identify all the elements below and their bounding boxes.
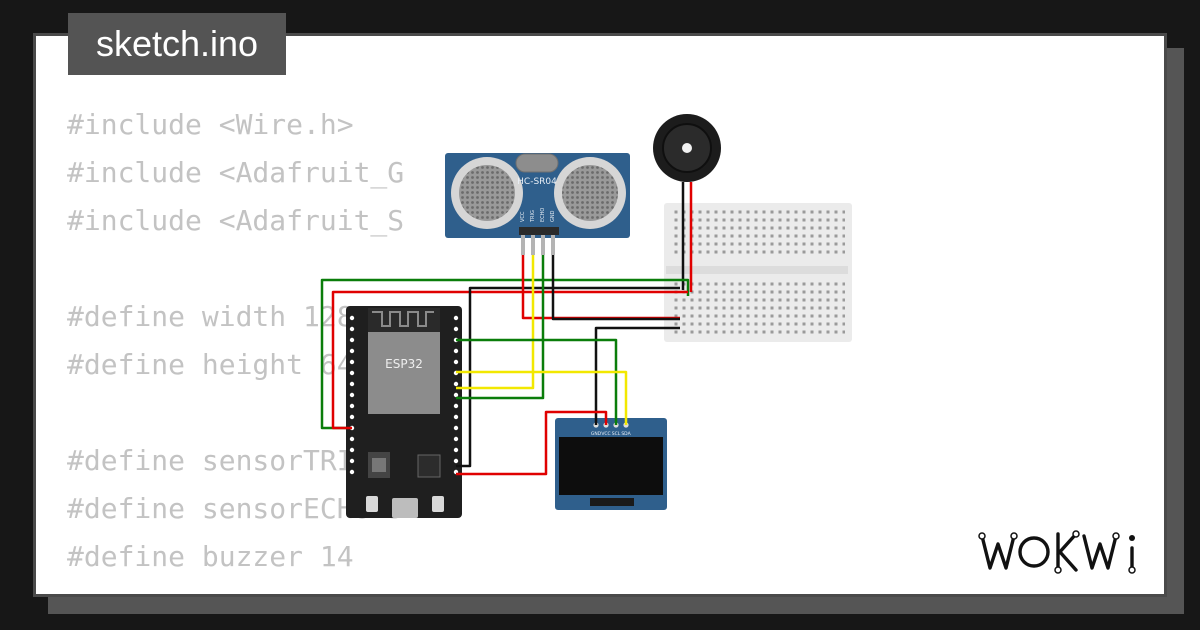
breadboard[interactable] bbox=[664, 203, 852, 342]
ultrasonic-label: HC-SR04 bbox=[517, 177, 557, 187]
wire bbox=[551, 255, 680, 321]
oled-pin-label: GND bbox=[591, 431, 602, 437]
wire bbox=[456, 255, 535, 390]
oled-display[interactable]: GND VCC SCL SDA bbox=[555, 418, 667, 510]
wire bbox=[521, 255, 680, 320]
oled-pin-label: VCC bbox=[601, 431, 610, 437]
wire bbox=[331, 290, 688, 430]
wokwi-logo bbox=[978, 526, 1150, 576]
wire bbox=[456, 255, 545, 400]
code-line: #define width 128 bbox=[67, 300, 354, 333]
ultrasonic-pin-label: GND bbox=[550, 210, 556, 222]
ultrasonic-pin-label: VCC bbox=[520, 211, 526, 222]
code-line: #include <Wire.h> bbox=[67, 108, 354, 141]
code-line: #define buzzer 14 bbox=[67, 540, 354, 573]
code-line: #include <Adafruit_G bbox=[67, 156, 405, 189]
ultrasonic-sensor[interactable]: HC-SR04 VCC TRIG ECHO GND bbox=[445, 153, 630, 255]
file-tab[interactable]: sketch.ino bbox=[68, 13, 286, 75]
esp32-label: ESP32 bbox=[385, 357, 423, 371]
ultrasonic-pin-label: ECHO bbox=[540, 208, 546, 222]
wire bbox=[456, 370, 628, 425]
oled-pin-label: SDA bbox=[621, 431, 631, 437]
wire bbox=[320, 278, 690, 430]
code-line: #define sensorECHO 5 bbox=[67, 492, 405, 525]
esp32-board[interactable]: ESP32 bbox=[346, 306, 462, 518]
ultrasonic-pin-label: TRIG bbox=[530, 210, 536, 223]
oled-pin-label: SCL bbox=[612, 431, 621, 437]
code-line: #define height 64 bbox=[67, 348, 354, 381]
wire bbox=[456, 410, 608, 476]
wire bbox=[594, 326, 680, 425]
code-line: #include <Adafruit_S bbox=[67, 204, 405, 237]
wire bbox=[456, 338, 618, 425]
wire bbox=[456, 286, 680, 468]
buzzer[interactable] bbox=[653, 114, 721, 182]
file-tab-label: sketch.ino bbox=[95, 23, 259, 64]
wires bbox=[320, 182, 693, 476]
